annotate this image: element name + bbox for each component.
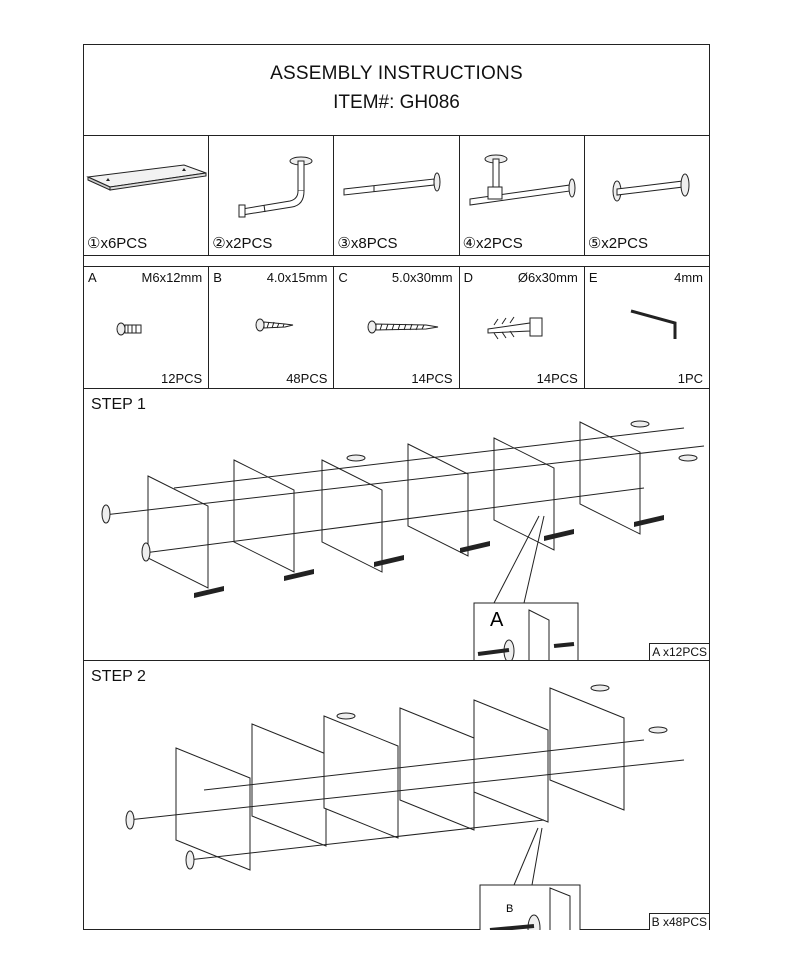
machine-screw-icon — [116, 322, 142, 336]
hex-key-icon — [630, 309, 677, 339]
part-4-cell: ④x2PCS — [460, 135, 585, 255]
hardware-size: 4mm — [674, 270, 704, 285]
hardware-letter: D — [463, 270, 473, 285]
hardware-a-cell: A M6x12mm 12PCS — [84, 267, 210, 388]
step-1-section: STEP 1 — [84, 388, 709, 661]
callout-label: B — [506, 903, 513, 915]
step-2-diagram: B — [125, 684, 685, 930]
hardware-pieces: 14PCS — [411, 371, 453, 386]
straight-pipe-icon — [343, 172, 441, 196]
step-1-diagram: A — [101, 420, 705, 660]
tee-pipe-icon — [469, 154, 576, 206]
hardware-d-cell: D Ø6x30mm 14PCS — [460, 267, 585, 388]
hardware-letter: A — [88, 270, 97, 285]
step-title: STEP 1 — [91, 396, 146, 413]
wall-anchor-icon — [487, 316, 543, 340]
part-3-cell: ③x8PCS — [334, 135, 460, 255]
part-quantity: ①x6PCS — [87, 235, 148, 252]
part-2-cell: ②x2PCS — [209, 135, 335, 255]
hardware-c-cell: C 5.0x30mm 14PCS — [334, 267, 460, 388]
hardware-letter: B — [213, 270, 222, 285]
callout-label: A — [490, 609, 504, 631]
flange-pipe-icon — [612, 173, 690, 202]
divider — [84, 255, 709, 267]
parts-list: ①x6PCS ②x2PCS ③x8PCS — [84, 135, 709, 256]
step-2-section: STEP 2 — [84, 660, 709, 930]
part-quantity: ②x2PCS — [212, 235, 273, 252]
part-quantity: ③x8PCS — [337, 235, 398, 252]
hardware-e-cell: E 4mm 1PC — [585, 267, 709, 388]
header: ASSEMBLY INSTRUCTIONS ITEM#: GH086 — [84, 45, 709, 136]
hardware-b-cell: B 4.0x15mm 48PCS — [209, 267, 335, 388]
hardware-pieces: 14PCS — [536, 371, 578, 386]
hardware-letter: C — [338, 270, 348, 285]
part-quantity: ⑤x2PCS — [587, 235, 648, 252]
hardware-pieces: 48PCS — [286, 371, 328, 386]
hardware-pieces: 1PC — [677, 371, 704, 386]
instruction-sheet: ASSEMBLY INSTRUCTIONS ITEM#: GH086 ①x6PC… — [83, 44, 710, 930]
item-number: ITEM#: GH086 — [333, 92, 460, 113]
elbow-pipe-icon — [238, 156, 313, 218]
part-quantity: ④x2PCS — [462, 235, 523, 252]
step-2-count: B x48PCS — [648, 913, 709, 930]
hardware-size: M6x12mm — [141, 270, 203, 285]
page-title: ASSEMBLY INSTRUCTIONS — [270, 63, 523, 84]
part-5-cell: ⑤x2PCS — [585, 135, 709, 255]
wood-screw-long-icon — [367, 320, 439, 334]
hardware-list: A M6x12mm 12PCS B 4.0x15mm 48PCS C 5.0x3… — [84, 267, 709, 389]
wood-screw-short-icon — [255, 318, 294, 332]
hardware-pieces: 12PCS — [161, 371, 203, 386]
part-1-cell: ①x6PCS — [84, 135, 210, 255]
step-title: STEP 2 — [91, 668, 146, 685]
hardware-letter: E — [588, 270, 598, 285]
hardware-size: 5.0x30mm — [391, 270, 453, 285]
hardware-size: Ø6x30mm — [517, 270, 578, 285]
step-1-count: A x12PCS — [649, 643, 709, 660]
hardware-size: 4.0x15mm — [266, 270, 328, 285]
shelf-board-icon — [86, 164, 207, 191]
